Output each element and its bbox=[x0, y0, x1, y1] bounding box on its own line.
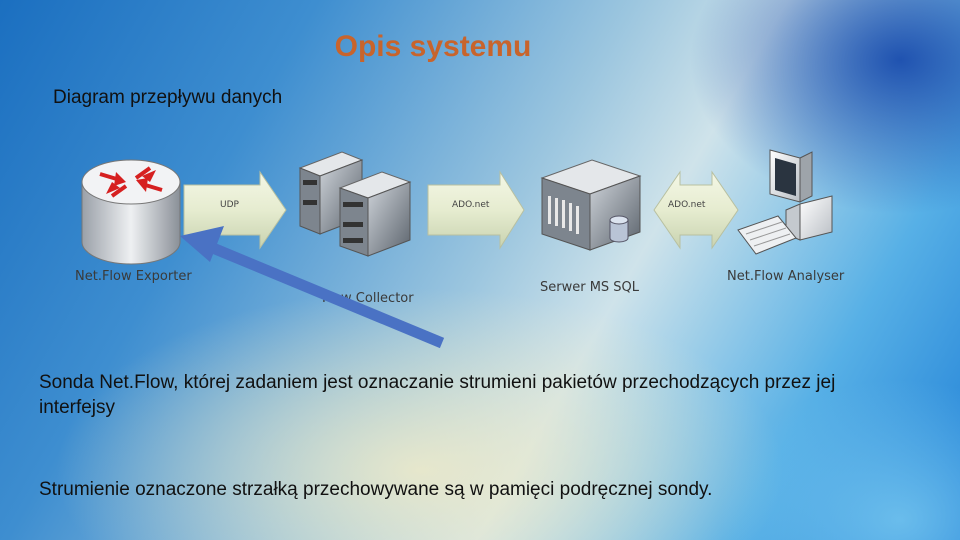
exporter-label: Net.Flow Exporter bbox=[75, 269, 192, 284]
router-icon bbox=[82, 160, 180, 264]
workstation-icon bbox=[738, 150, 832, 254]
udp-label: UDP bbox=[220, 200, 240, 210]
sql-server-icon bbox=[542, 160, 640, 250]
ado-label-2: ADO.net bbox=[668, 200, 706, 210]
ado-arrow-2: ADO.net bbox=[654, 172, 738, 248]
paragraph-cache-note: Strumienie oznaczone strzałką przechowyw… bbox=[39, 477, 919, 502]
sql-label: Serwer MS SQL bbox=[540, 280, 640, 295]
pointer-arrow bbox=[180, 226, 442, 343]
analyser-label: Net.Flow Analyser bbox=[727, 269, 845, 284]
paragraph-probe-description: Sonda Net.Flow, której zadaniem jest ozn… bbox=[39, 370, 839, 420]
ado-arrow-1: ADO.net bbox=[428, 172, 524, 248]
collector-servers-icon bbox=[300, 152, 410, 256]
ado-label-1: ADO.net bbox=[452, 200, 490, 210]
